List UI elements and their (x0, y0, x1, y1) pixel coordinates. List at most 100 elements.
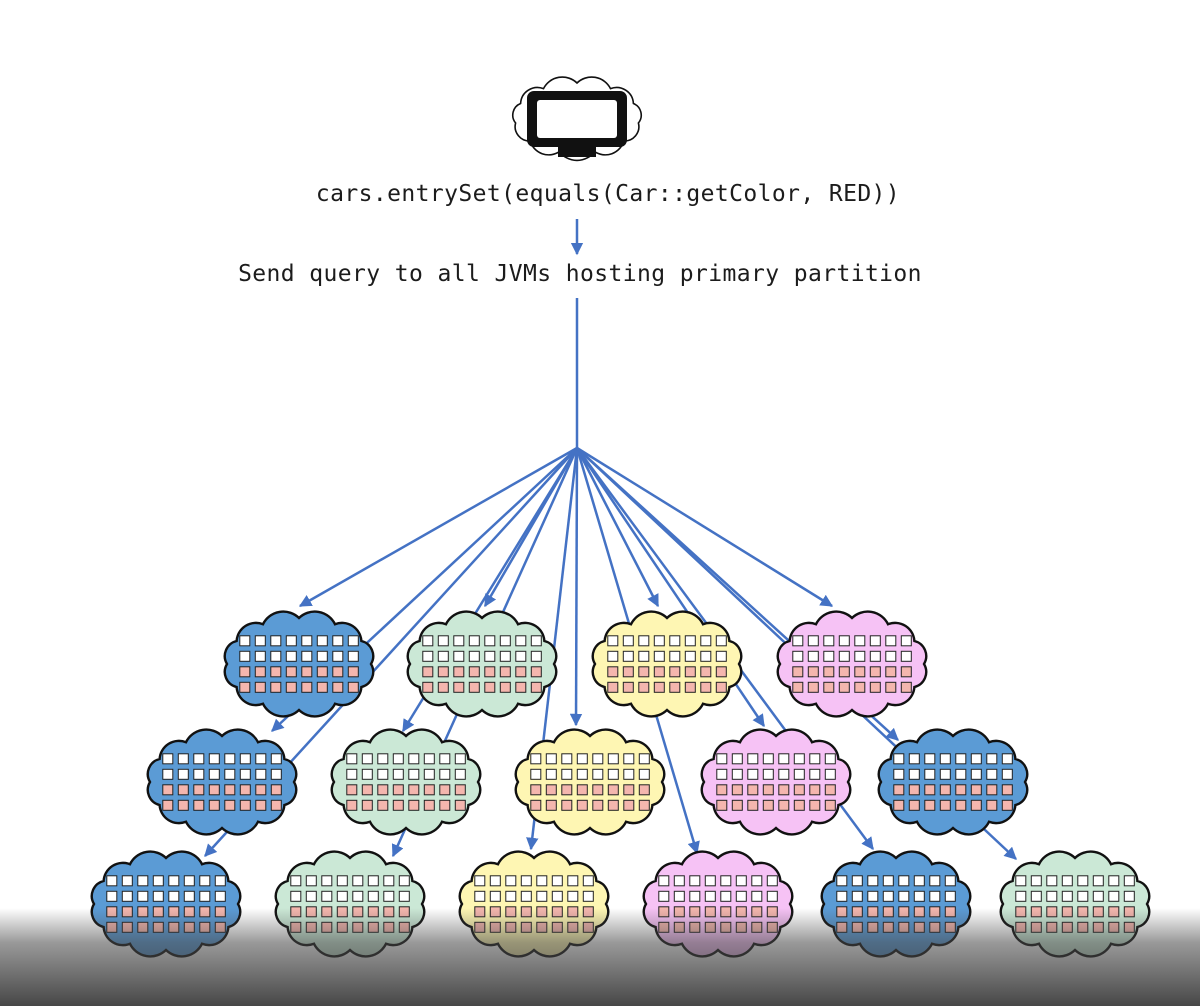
result-entry-cell (285, 666, 297, 678)
result-entry-cell (270, 799, 282, 811)
result-entry-cell (939, 799, 951, 811)
monitor-icon (527, 91, 627, 157)
entry-cell (970, 768, 982, 780)
entry-cell (332, 635, 344, 647)
entry-cell (346, 753, 358, 765)
result-entry-cell (807, 681, 819, 693)
result-entry-cell (898, 906, 910, 918)
result-entry-cell (1030, 906, 1042, 918)
entry-cell (484, 635, 496, 647)
result-entry-cell (908, 784, 920, 796)
entry-cell (505, 890, 517, 902)
entry-cell (454, 753, 466, 765)
entry-cell (807, 635, 819, 647)
result-entry-cell (836, 906, 848, 918)
result-entry-cell (367, 906, 379, 918)
result-entry-cell (332, 666, 344, 678)
entry-cell (398, 875, 410, 887)
entry-cell (408, 753, 420, 765)
result-entry-cell (152, 906, 164, 918)
result-entry-cell (1015, 906, 1027, 918)
result-entry-cell (321, 921, 333, 933)
entry-cell (908, 753, 920, 765)
result-entry-cell (944, 921, 956, 933)
broadcast-arrow (298, 446, 578, 608)
entry-cell (851, 875, 863, 887)
jvm-node-cloud (458, 850, 610, 958)
entry-cell (439, 768, 451, 780)
entry-cell (882, 890, 894, 902)
entry-cell (867, 890, 879, 902)
result-entry-cell (792, 666, 804, 678)
entry-cell (970, 753, 982, 765)
result-entry-cell (582, 906, 594, 918)
entry-cell (137, 875, 149, 887)
entry-cell (346, 768, 358, 780)
jvm-cloud-shape (146, 728, 298, 836)
entry-cell (499, 650, 511, 662)
entry-cell (607, 650, 619, 662)
entry-cell (383, 890, 395, 902)
entry-cell (214, 875, 226, 887)
result-entry-cell (869, 666, 881, 678)
jvm-cloud-shape (330, 728, 482, 836)
result-entry-cell (851, 921, 863, 933)
entry-cell (536, 890, 548, 902)
entry-cell (809, 768, 821, 780)
entry-cell (305, 890, 317, 902)
entry-cell (254, 635, 266, 647)
entry-cell (347, 650, 359, 662)
entry-cell (716, 768, 728, 780)
entry-cell (177, 768, 189, 780)
result-entry-cell (168, 906, 180, 918)
entry-cell (316, 650, 328, 662)
entry-cell (336, 875, 348, 887)
result-entry-cell (484, 666, 496, 678)
entry-cell (168, 875, 180, 887)
entry-cell (955, 753, 967, 765)
entry-cell (530, 768, 542, 780)
entry-cell (669, 650, 681, 662)
entry-cell (731, 768, 743, 780)
result-entry-cell (239, 681, 251, 693)
result-entry-cell (778, 799, 790, 811)
entry-cell (582, 875, 594, 887)
result-entry-cell (900, 681, 912, 693)
result-entry-cell (347, 666, 359, 678)
entry-cell (536, 875, 548, 887)
entry-cell (684, 650, 696, 662)
result-entry-cell (885, 681, 897, 693)
jvm-cloud-shape (274, 850, 426, 958)
entry-cell (1046, 890, 1058, 902)
entry-cell (924, 753, 936, 765)
entry-cell (567, 875, 579, 887)
result-entry-cell (316, 681, 328, 693)
entry-cell (224, 768, 236, 780)
result-entry-cell (704, 921, 716, 933)
result-entry-cell (193, 799, 205, 811)
entry-cell (898, 890, 910, 902)
entry-cell (900, 650, 912, 662)
result-entry-cell (423, 799, 435, 811)
entry-cell (106, 890, 118, 902)
entry-cell (653, 635, 665, 647)
entry-cell (239, 768, 251, 780)
result-entry-cell (551, 906, 563, 918)
result-entry-cell (439, 799, 451, 811)
entry-cell (183, 875, 195, 887)
entry-cell (301, 650, 313, 662)
query-code-label: cars.entrySet(equals(Car::getColor, RED)… (315, 181, 901, 207)
jvm-node-cloud (274, 850, 426, 958)
entry-cell (929, 875, 941, 887)
result-entry-cell (720, 906, 732, 918)
result-entry-cell (408, 799, 420, 811)
entry-cell (731, 753, 743, 765)
result-entry-cell (700, 666, 712, 678)
result-entry-cell (720, 921, 732, 933)
entry-cell (551, 890, 563, 902)
entry-cell (720, 875, 732, 887)
entry-cell (807, 650, 819, 662)
result-entry-cell (653, 666, 665, 678)
entry-cell (778, 753, 790, 765)
result-entry-cell (1077, 921, 1089, 933)
